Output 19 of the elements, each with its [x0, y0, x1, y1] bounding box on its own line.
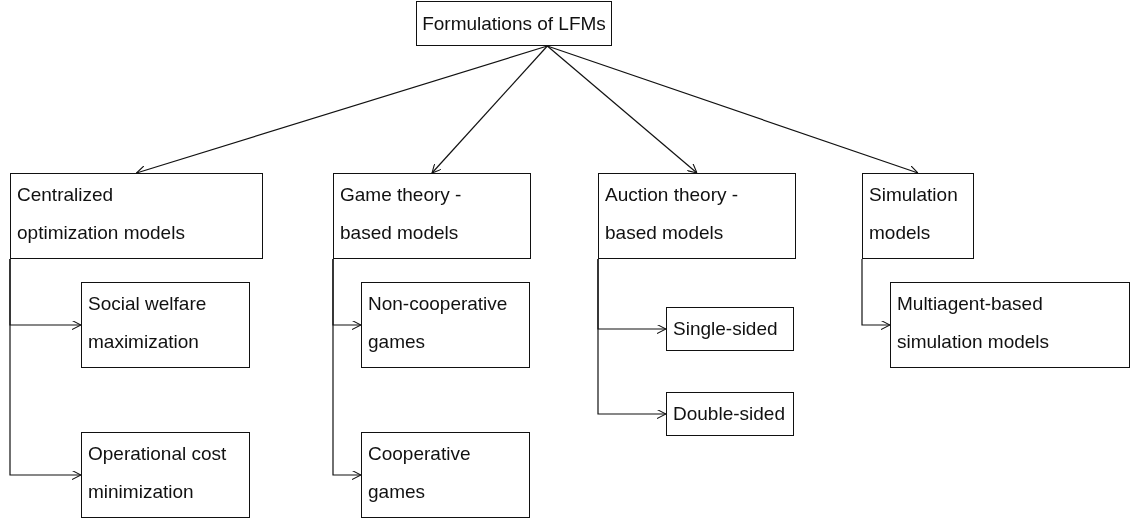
category-box: Single-sided [666, 307, 794, 351]
category-box: Centralized optimization models [10, 173, 263, 259]
root-box: Formulations of LFMs [416, 1, 612, 46]
arrow [861, 258, 891, 331]
category-box: Game theory -based models [333, 173, 531, 259]
arrow [597, 258, 667, 420]
arrow [9, 258, 82, 481]
category-box: Auction theory -based models [598, 173, 796, 259]
arrow [332, 258, 362, 481]
category-box: Multiagent-based simulation models [890, 282, 1130, 368]
arrow [546, 45, 698, 174]
arrow [431, 45, 548, 174]
category-box: Cooperative games [361, 432, 530, 518]
category-box: Operational cost minimization [81, 432, 250, 518]
category-box: Social welfare maximization [81, 282, 250, 368]
category-box: Double-sided [666, 392, 794, 436]
category-box: Non-cooperative games [361, 282, 530, 368]
arrow [546, 45, 919, 175]
category-box: Simulation models [862, 173, 974, 259]
